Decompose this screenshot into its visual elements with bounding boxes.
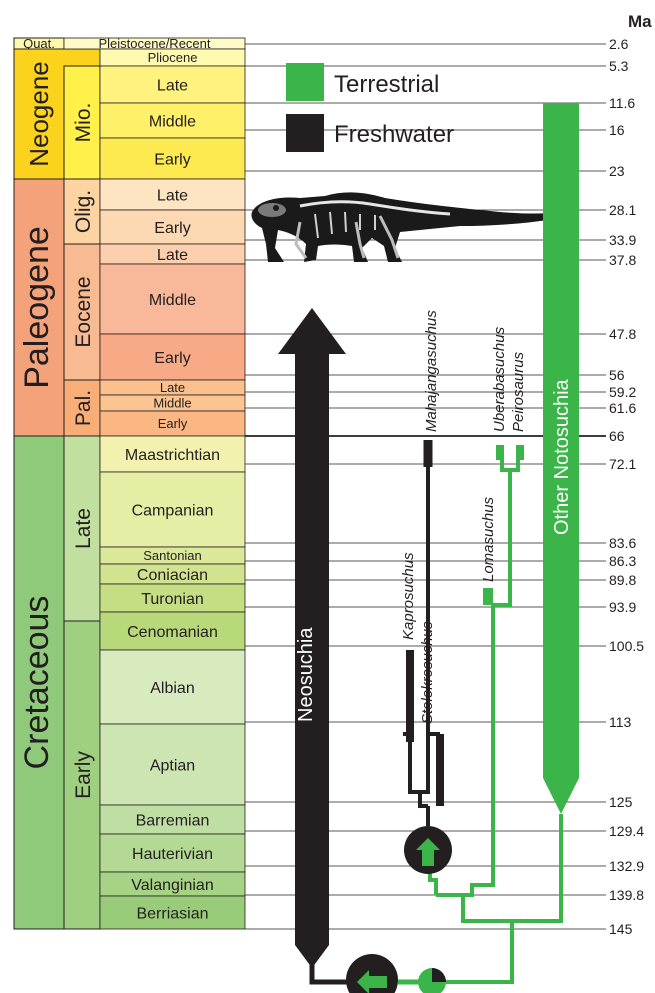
kaprosuchus-branch-outer (403, 734, 428, 806)
age-label-2.6-ma: 2.6 (609, 36, 629, 52)
legend-freshwater-label: Freshwater (334, 121, 454, 148)
epoch-label-miocene: Mio. (72, 103, 95, 143)
age-label-72.1-ma: 72.1 (609, 456, 636, 472)
notosuchia-node-black-quadrant (432, 968, 446, 982)
stage-label-3: Middle (149, 113, 196, 130)
stage-label-21: Barremian (136, 812, 210, 829)
stage-label-10: Late (160, 380, 185, 395)
period-label-paleogene: Paleogene (18, 226, 56, 389)
age-label-47.8-ma: 47.8 (609, 326, 636, 342)
age-label-139.8-ma: 139.8 (609, 887, 644, 903)
age-label-37.8-ma: 37.8 (609, 252, 636, 268)
taxon-label-mahajangasuchus: Mahajangasuchus (423, 310, 440, 432)
stage-label-16: Coniacian (137, 567, 208, 584)
stage-label-20: Aptian (150, 757, 195, 774)
stage-label-12: Early (158, 416, 188, 431)
age-label-16-ma: 16 (609, 122, 625, 138)
legend: Terrestrial Freshwater (286, 63, 454, 152)
age-label-145-ma: 145 (609, 921, 633, 937)
age-label-100.5-ma: 100.5 (609, 638, 644, 654)
taxon-label-lomasuchus: Lomasuchus (480, 496, 497, 582)
stage-label-1: Pliocene (148, 50, 198, 65)
stage-label-13: Maastrichtian (125, 447, 220, 464)
epoch-label-oligocene: Olig. (72, 190, 95, 233)
stage-label-7: Late (157, 247, 188, 264)
epoch-label-early-cretaceous: Early (72, 751, 95, 799)
age-label-113-ma: 113 (609, 714, 632, 730)
stage-label-11: Middle (153, 396, 191, 411)
age-label-132.9-ma: 132.9 (609, 858, 644, 874)
epoch-label-late-cretaceous: Late (72, 508, 95, 549)
notosuchia-trunk-branch (446, 929, 512, 982)
age-label-83.6-ma: 83.6 (609, 535, 636, 551)
period-label-cretaceous: Cretaceous (18, 596, 56, 770)
age-label-129.4-ma: 129.4 (609, 823, 644, 839)
period-label-neogene: Neogene (24, 61, 54, 167)
age-label-11.6-ma: 11.6 (609, 95, 635, 111)
legend-freshwater-swatch (286, 114, 324, 152)
stage-label-23: Valanginian (131, 877, 213, 894)
stage-label-9: Early (154, 350, 190, 367)
taxon-label-stolokrosuchus: Stolokrosuchus (419, 621, 436, 724)
taxon-label-peirosaurus: Peirosaurus (510, 351, 527, 432)
stage-label-8: Middle (149, 292, 196, 309)
peirosaurid-stem-branch (436, 895, 512, 921)
clade-label-neosuchia: Neosuchia (295, 627, 317, 722)
taxon-label-uberabasuchus: Uberabasuchus (491, 326, 508, 432)
stage-label-6: Early (154, 220, 190, 237)
lomasuchus-clade-branch (463, 605, 493, 895)
age-label-5.3-ma: 5.3 (609, 58, 629, 74)
age-label-66-ma: 66 (609, 428, 625, 444)
crocodyliform-skeleton-illustration (251, 192, 570, 262)
ma-header: Ma (628, 12, 652, 31)
stage-label-15: Santonian (143, 548, 202, 563)
stage-label-19: Albian (150, 680, 194, 697)
age-label-93.9-ma: 93.9 (609, 599, 636, 615)
age-label-23-ma: 23 (609, 163, 625, 179)
clade-label-other-notosuchia: Other Notosuchia (551, 378, 573, 535)
age-label-33.9-ma: 33.9 (609, 232, 636, 248)
stage-label-5: Late (157, 187, 188, 204)
geologic-timescale: Quat.NeogenePaleogeneCretaceousMio.Olig.… (14, 36, 245, 929)
age-label-86.3-ma: 86.3 (609, 553, 636, 569)
epoch-label-eocene: Eocene (72, 276, 95, 347)
stage-label-24: Berriasian (136, 905, 208, 922)
age-label-28.1-ma: 28.1 (609, 202, 636, 218)
legend-terrestrial-label: Terrestrial (334, 71, 439, 98)
stage-label-18: Cenomanian (127, 624, 218, 641)
epoch-label-paleocene: Pal. (72, 390, 95, 426)
age-label-59.2-ma: 59.2 (609, 384, 636, 400)
stage-label-4: Early (154, 151, 190, 168)
stage-label-14: Campanian (132, 502, 214, 519)
stage-label-17: Turonian (141, 591, 204, 608)
legend-terrestrial-swatch (286, 63, 324, 101)
taxon-label-kaprosuchus: Kaprosuchus (400, 552, 417, 640)
age-label-125-ma: 125 (609, 794, 633, 810)
age-label-89.8-ma: 89.8 (609, 572, 636, 588)
stage-label-2: Late (157, 77, 188, 94)
age-label-61.6-ma: 61.6 (609, 400, 636, 416)
stage-label-22: Hauterivian (132, 846, 213, 863)
neosuchia-stem-branch (312, 965, 350, 982)
age-label-56-ma: 56 (609, 367, 625, 383)
